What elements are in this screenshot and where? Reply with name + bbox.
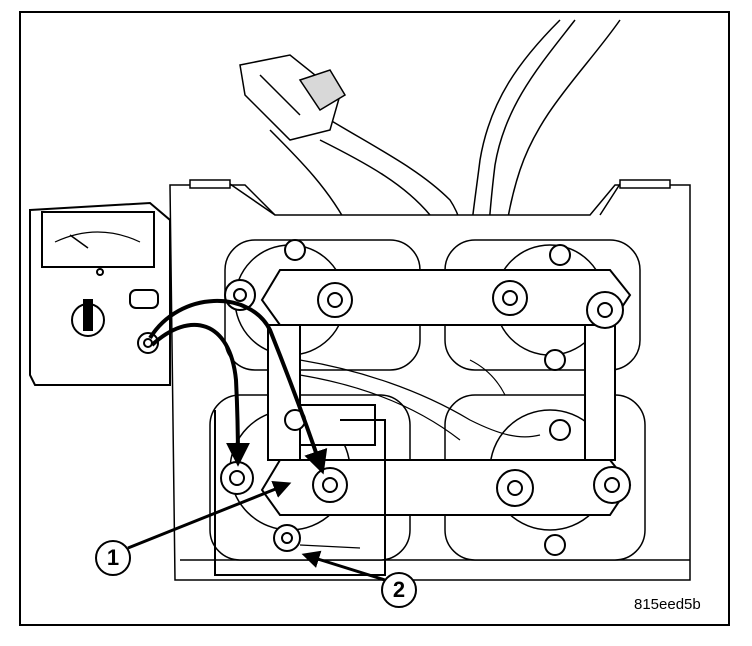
- callout-1: 1: [95, 540, 131, 576]
- callout-2: 2: [381, 572, 417, 608]
- meter-jack-upper: [129, 289, 159, 309]
- callout-1-arrow: [127, 480, 292, 550]
- corner-wire-leads: [189, 179, 671, 216]
- ohmmeter: [29, 201, 171, 386]
- ohmmeter-display: [41, 211, 155, 268]
- test-lead-1: [148, 299, 328, 475]
- test-lead-2: [150, 322, 250, 467]
- ground-bracket: [214, 410, 386, 576]
- bus-bars: [260, 269, 632, 516]
- callout-2-arrow: [301, 550, 386, 582]
- terminal-nuts: [220, 239, 631, 556]
- control-wires: [299, 359, 541, 549]
- wire-connector: [239, 54, 347, 141]
- reference-code: 815eed5b: [634, 596, 701, 613]
